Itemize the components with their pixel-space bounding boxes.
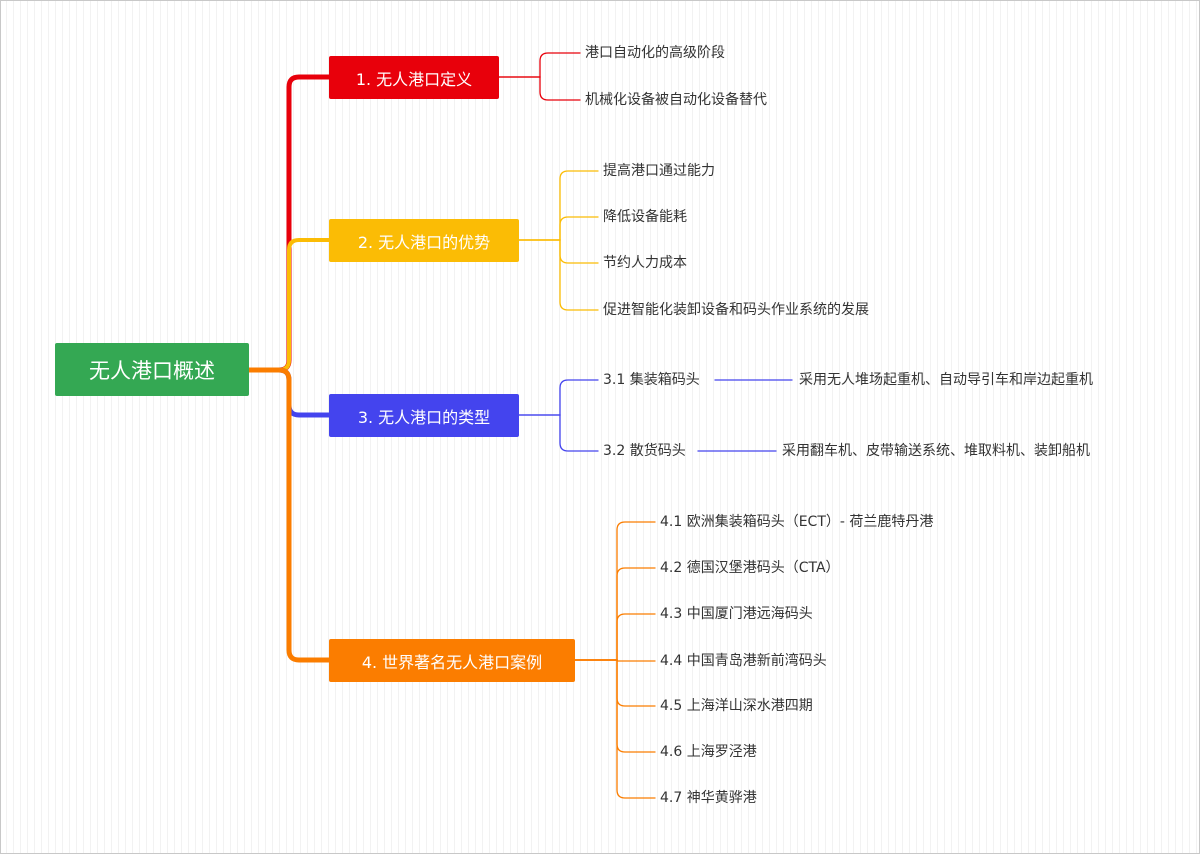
leaf-case-1[interactable]: 4.1 欧洲集装箱码头（ECT）- 荷兰鹿特丹港 [660,514,934,530]
leaf-case-5[interactable]: 4.5 上海洋山深水港四期 [660,698,813,714]
leaf-type-container[interactable]: 3.1 集装箱码头 [603,372,700,388]
connector-root-branch-4 [246,367,332,663]
connector-type-1 [518,379,599,416]
leaf-case-3[interactable]: 4.3 中国厦门港远海码头 [660,606,813,622]
connector-case-2 [574,567,656,661]
leaf-type-container-detail[interactable]: 采用无人堆场起重机、自动导引车和岸边起重机 [799,372,1093,388]
leaf-definition-1[interactable]: 港口自动化的高级阶段 [585,45,725,61]
connector-case-5 [574,659,656,707]
leaf-case-6[interactable]: 4.6 上海罗泾港 [660,744,757,760]
connector-advantage-3 [518,239,599,264]
leaf-type-bulk[interactable]: 3.2 散货码头 [603,443,686,459]
leaf-definition-2[interactable]: 机械化设备被自动化设备替代 [585,92,767,108]
leaf-type-bulk-detail[interactable]: 采用翻车机、皮带输送系统、堆取料机、装卸船机 [782,443,1090,459]
leaf-case-2[interactable]: 4.2 德国汉堡港码头（CTA） [660,560,840,576]
connector-root-branch-2 [247,238,331,372]
leaf-case-4[interactable]: 4.4 中国青岛港新前湾码头 [660,653,827,669]
connector-advantage-1 [518,170,599,241]
branch-topic-types[interactable]: 3. 无人港口的类型 [329,394,519,437]
connector-case-3 [574,613,656,661]
branch-topic-advantages[interactable]: 2. 无人港口的优势 [329,219,519,262]
root-topic[interactable]: 无人港口概述 [55,343,249,396]
leaf-advantage-3[interactable]: 节约人力成本 [603,255,687,271]
connector-advantage-2 [518,216,599,241]
connector-case-7 [574,659,656,799]
connector-type-2 [518,414,599,452]
branch-topic-cases[interactable]: 4. 世界著名无人港口案例 [329,639,575,682]
leaf-advantage-4[interactable]: 促进智能化装卸设备和码头作业系统的发展 [603,302,869,318]
leaf-advantage-1[interactable]: 提高港口通过能力 [603,163,715,179]
leaf-case-7[interactable]: 4.7 神华黄骅港 [660,790,757,806]
connector-definition-1 [498,52,581,78]
connector-case-1 [574,521,656,661]
branch-topic-definition[interactable]: 1. 无人港口定义 [329,56,499,99]
connector-advantage-4 [518,239,599,311]
connector-definition-2 [498,76,581,101]
leaf-advantage-2[interactable]: 降低设备能耗 [603,209,687,225]
